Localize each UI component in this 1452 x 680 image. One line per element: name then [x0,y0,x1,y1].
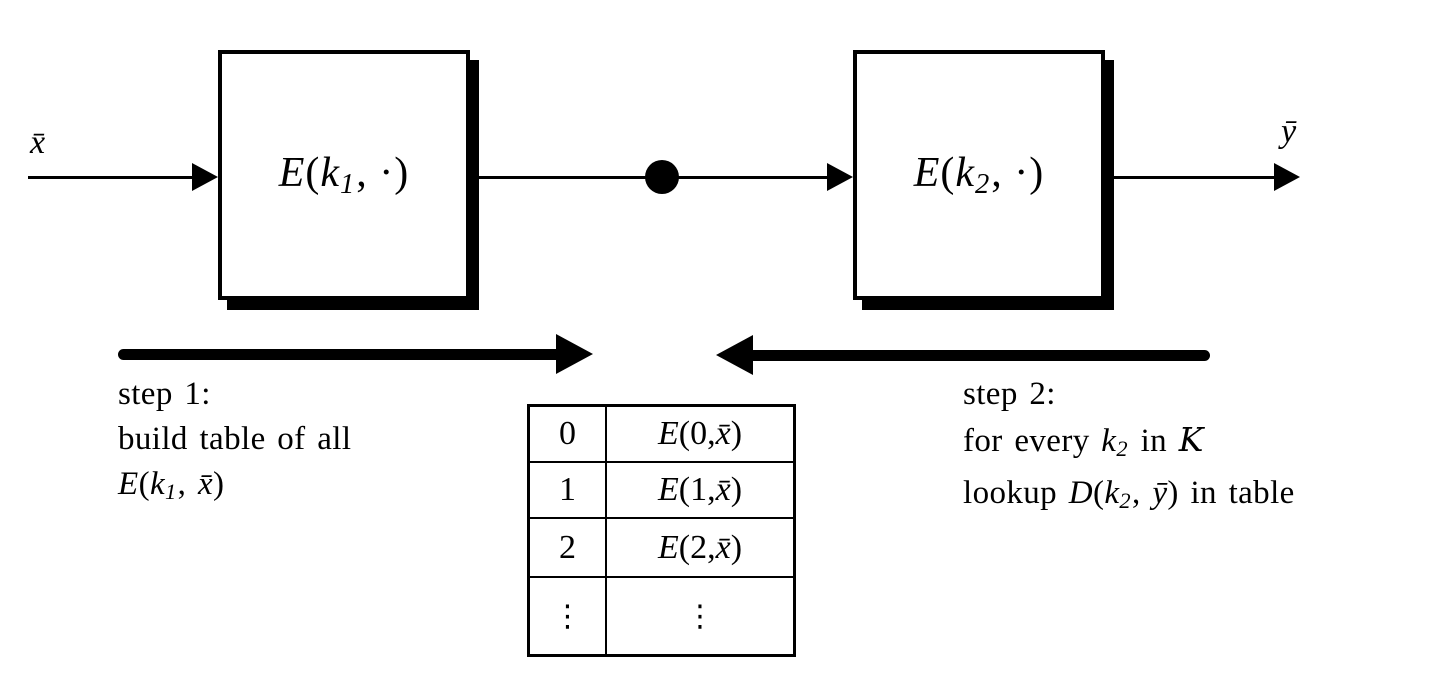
step1-arrow-head-icon [556,334,593,374]
step1-line-3: E(k1, x̄) [118,466,225,504]
table-value-cell: E(1, x̄) [657,471,743,508]
table-key-cell: 0 [530,407,607,461]
table-row: 1 E(1, x̄) [530,463,793,519]
lookup-table: 0 E(0, x̄) 1 E(1, x̄) 2 E(2, x̄) ⋮ ⋮ [527,404,796,657]
output-arrow-line [1105,176,1278,179]
input-arrow-head-icon [192,163,218,191]
step2-caption: step 2: for every k2 in K lookup D(k2, y… [963,372,1295,523]
encryption-box-1: E(k1, ·) [218,50,470,300]
step2-line-1: step 2: [963,376,1056,412]
step1-line-2: build table of all [118,421,352,457]
encryption-box-2: E(k2, ·) [853,50,1105,300]
table-key-cell: 1 [530,463,607,517]
encryption-box-2-label: E(k2, ·) [913,150,1045,200]
step2-arrow-shaft [748,350,1210,361]
table-row: 0 E(0, x̄) [530,407,793,463]
table-value-cell: E(2, x̄) [657,528,743,566]
output-arrow-head-icon [1274,163,1300,191]
table-value-cell: ⋮ [685,598,715,634]
junction-dot [645,160,679,194]
input-arrow-line [28,176,198,179]
step1-arrow-shaft [118,349,564,360]
table-row: 2 E(2, x̄) [530,519,793,578]
encryption-box-1-label: E(k1, ·) [278,150,410,200]
middle-arrow-head-icon [827,163,853,191]
output-label-ybar: ȳ [1281,113,1297,150]
input-label-xbar: x̄ [30,124,46,161]
step1-caption: step 1: build table of all E(k1, x̄) [118,372,351,514]
step2-line-2: for every k2 in K [963,420,1204,461]
table-value-cell: E(0, x̄) [657,415,743,452]
table-key-cell: ⋮ [530,578,607,654]
step2-line-3: lookup D(k2, ȳ) in table [963,474,1295,513]
step1-line-1: step 1: [118,376,211,412]
table-key-cell: 2 [530,519,607,576]
step2-arrow-head-icon [716,335,753,375]
table-row-vdots: ⋮ ⋮ [530,578,793,654]
